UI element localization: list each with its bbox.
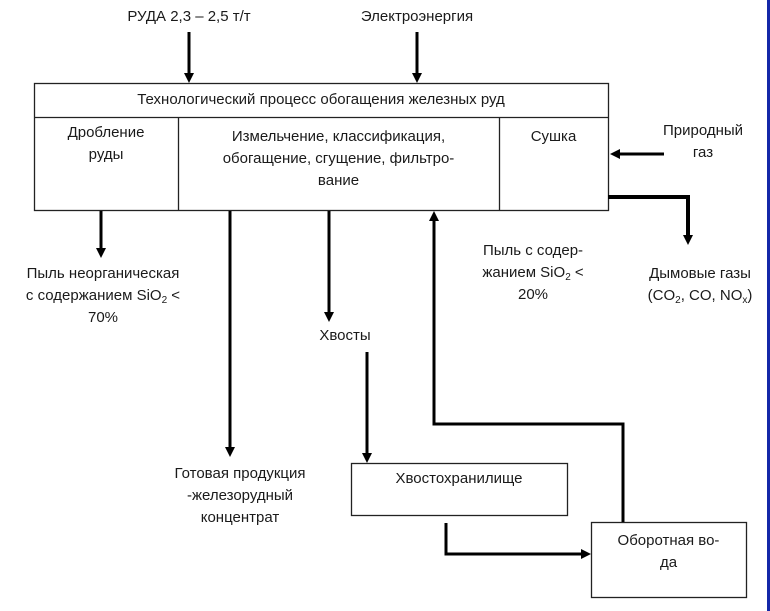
- dust-drying-line3: 20%: [517, 286, 549, 303]
- dust-inorganic-line2: с содержанием SiO2 <: [25, 287, 181, 306]
- flue-gas-arrow: [608, 195, 693, 245]
- stage-grinding: Измельчение, классификация, обогащение, …: [178, 126, 499, 192]
- storage-to-water-arrow: [444, 523, 591, 559]
- stage-grinding-line1: Измельчение, классификация,: [231, 128, 446, 145]
- recycled-water-label: Оборотная во- да: [591, 530, 746, 574]
- dust-inorganic-line1: Пыль неорганическая: [26, 265, 180, 282]
- dust-drying-line1: Пыль с содер-: [482, 242, 584, 259]
- dust-drying-label: Пыль с содер- жанием SiO2 < 20%: [468, 240, 598, 306]
- tailings-storage-label: Хвостохранилище: [395, 470, 523, 487]
- product-line1: Готовая продукция: [174, 465, 306, 482]
- stage-crushing-line1: Дробление: [67, 124, 145, 141]
- flue-gas-label: Дымовые газы (CO2, CO, NOx): [632, 263, 768, 307]
- recycled-water-line1: Оборотная во-: [617, 532, 720, 549]
- stage-crushing: Дробление руды: [34, 122, 178, 166]
- recycled-water-return-arrow: [429, 211, 625, 522]
- dust-inorganic-label: Пыль неорганическая с содержанием SiO2 <…: [14, 263, 192, 329]
- stage-grinding-line2: обогащение, сгущение, фильтро-: [222, 150, 455, 167]
- process-title: Технологический процесс обогащения желез…: [137, 91, 505, 108]
- flue-gas-line2: (CO2, CO, NOx): [647, 287, 753, 306]
- stage-crushing-line2: руды: [88, 146, 124, 163]
- ore-input-label: РУДА 2,3 – 2,5 т/т: [127, 8, 251, 25]
- product-label: Готовая продукция -железорудный концентр…: [160, 463, 320, 529]
- electricity-input-label: Электроэнергия: [360, 8, 474, 25]
- main-process-box: [33, 82, 610, 212]
- stage-drying: Сушка: [530, 128, 577, 145]
- product-line3: концентрат: [200, 509, 280, 526]
- tailings-label: Хвосты: [319, 327, 371, 344]
- product-line2: -железорудный: [186, 487, 294, 504]
- tailings-storage-box: [350, 462, 569, 517]
- recycled-water-line2: да: [659, 554, 678, 571]
- recycled-water-box: [590, 521, 748, 599]
- natural-gas-label: Природный газ: [648, 120, 758, 164]
- dust-drying-line2: жанием SiO2 <: [482, 264, 584, 283]
- flue-gas-line1: Дымовые газы: [649, 265, 751, 282]
- window-edge-border: [767, 0, 770, 611]
- dust-inorganic-line3: 70%: [87, 309, 119, 326]
- natural-gas-line2: газ: [692, 144, 714, 161]
- natural-gas-line1: Природный: [662, 122, 744, 139]
- stage-grinding-line3: вание: [317, 172, 360, 189]
